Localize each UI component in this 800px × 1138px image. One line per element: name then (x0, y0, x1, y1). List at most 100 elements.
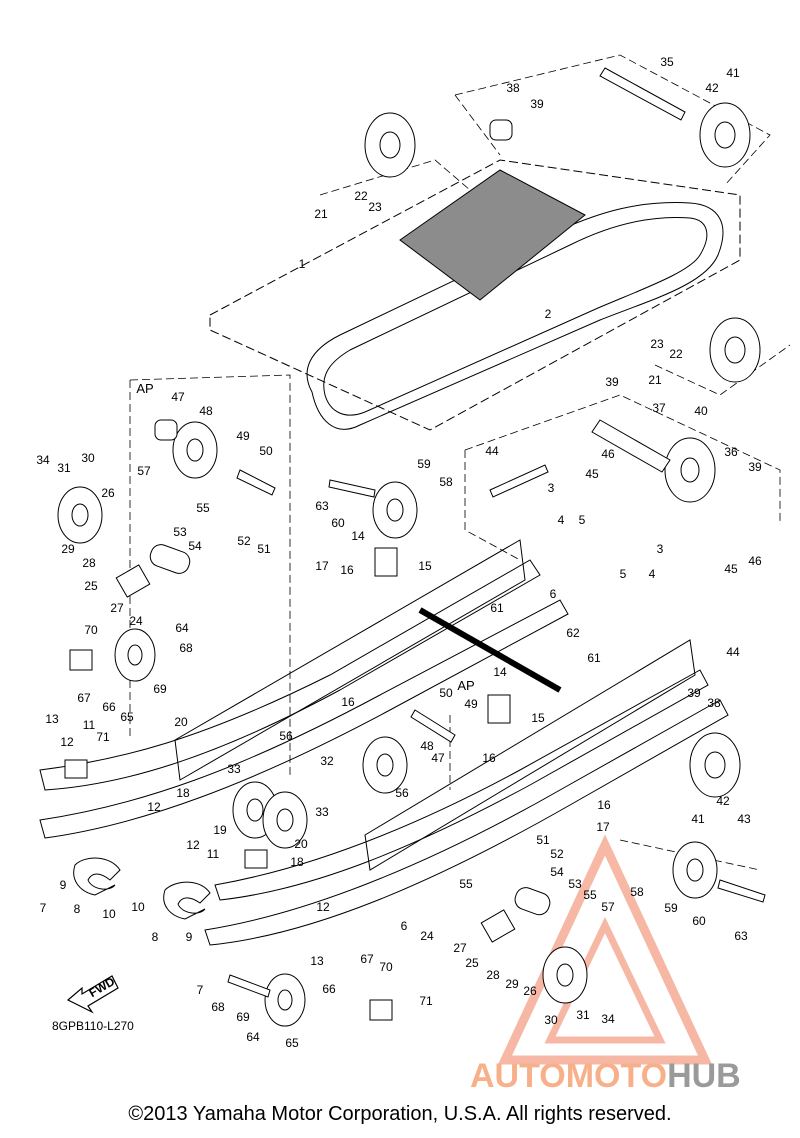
callout-c51a: 51 (257, 542, 271, 556)
slide-rails (39, 539, 729, 946)
callout-c11b: 11 (207, 847, 220, 861)
callout-c66a: 66 (102, 700, 116, 714)
callout-c39d: 39 (687, 686, 701, 700)
callout-c54a: 54 (188, 539, 202, 553)
callout-c14b: 14 (493, 665, 507, 679)
callout-c14a: 14 (351, 529, 365, 543)
callout-c60b: 60 (692, 914, 706, 928)
callout-c57a: 57 (137, 464, 151, 478)
callout-c55b: 55 (459, 877, 473, 891)
callout-c52a: 52 (237, 534, 251, 548)
callout-c12c: 12 (186, 838, 200, 852)
callout-c16c: 16 (482, 751, 496, 765)
callout-c71b: 71 (419, 994, 433, 1008)
track-outline-dashed (209, 159, 741, 431)
callout-c38a: 38 (506, 81, 520, 95)
callout-c32: 32 (320, 754, 334, 768)
callout-c8a: 8 (74, 902, 81, 916)
callout-c27b: 27 (453, 941, 467, 955)
callout-c45b: 45 (724, 562, 738, 576)
callout-c70a: 70 (84, 623, 98, 637)
callout-c64b: 64 (246, 1030, 260, 1044)
callout-c50b: 50 (439, 686, 453, 700)
callout-c9a: 9 (60, 878, 67, 892)
callout-c31b: 31 (576, 1008, 590, 1022)
callout-c23a: 23 (368, 200, 382, 214)
callout-c10a: 10 (102, 907, 116, 921)
callout-c13b: 13 (310, 954, 324, 968)
callout-c22a: 22 (354, 189, 368, 203)
callout-c61a: 61 (490, 601, 504, 615)
callout-c25a: 25 (84, 579, 98, 593)
callout-c55a: 55 (196, 501, 210, 515)
callout-c45a: 45 (585, 467, 599, 481)
callout-c50a: 50 (259, 444, 273, 458)
callout-c63a: 63 (315, 499, 329, 513)
callout-c40: 40 (694, 404, 708, 418)
callout-c42a: 42 (705, 81, 719, 95)
callout-c18b: 18 (290, 855, 304, 869)
callout-c15a: 15 (418, 559, 432, 573)
callout-c8b: 8 (152, 930, 159, 944)
callout-c20a: 20 (174, 715, 188, 729)
callout-c65a: 65 (120, 710, 134, 724)
callout-c49a: 49 (236, 429, 250, 443)
callout-c20b: 20 (294, 837, 308, 851)
callout-c17a: 17 (315, 559, 329, 573)
callout-c28a: 28 (82, 556, 96, 570)
callout-c17b: 17 (596, 820, 610, 834)
callout-c58b: 58 (630, 885, 644, 899)
callout-c53a: 53 (173, 525, 187, 539)
fwd-arrow: FWD (66, 974, 119, 1014)
callout-c56a: 56 (279, 729, 293, 743)
callout-c30b: 30 (544, 1013, 558, 1027)
shafts-bolts (149, 67, 766, 998)
callout-c27a: 27 (110, 601, 124, 615)
callout-c44a: 44 (485, 444, 499, 458)
watermark-part-1: AUTOMOTO (470, 1057, 667, 1095)
callout-c4b: 4 (649, 567, 656, 581)
callout-c33b: 33 (315, 805, 329, 819)
callout-c21b: 21 (648, 373, 662, 387)
callout-c44b: 44 (726, 645, 740, 659)
callout-c65b: 65 (285, 1036, 299, 1050)
callout-c34b: 34 (601, 1012, 615, 1026)
callout-c66b: 66 (322, 982, 336, 996)
callout-c34a: 34 (36, 453, 50, 467)
callout-c26b: 26 (523, 984, 537, 998)
callout-c53b: 53 (568, 877, 582, 891)
callout-c67b: 67 (360, 952, 374, 966)
callout-c68a: 68 (179, 641, 193, 655)
watermark-part-2: HUB (667, 1057, 741, 1095)
callout-c36: 36 (724, 445, 738, 459)
callout-c22b: 22 (669, 347, 683, 361)
drawing-code: 8GPB110-L270 (52, 1019, 134, 1033)
callout-c7a: 7 (40, 901, 47, 915)
callout-c61b: 61 (587, 651, 601, 665)
callout-c71a: 71 (96, 730, 110, 744)
callout-c11a: 11 (83, 718, 96, 732)
callout-c46a: 46 (601, 447, 615, 461)
callout-c49b: 49 (464, 697, 478, 711)
callout-c31a: 31 (57, 461, 71, 475)
callout-c16b: 16 (341, 695, 355, 709)
callout-c59b: 59 (664, 901, 678, 915)
callout-c51b: 51 (536, 833, 550, 847)
callout-c9b: 9 (186, 930, 193, 944)
callout-cAP1: AP (136, 381, 153, 396)
idler-wheels (57, 102, 761, 1027)
callout-c59a: 59 (417, 457, 431, 471)
callout-c43: 43 (737, 812, 751, 826)
callout-c21a: 21 (314, 207, 328, 221)
callout-c30a: 30 (81, 451, 95, 465)
callout-c10b: 10 (131, 900, 145, 914)
callout-c37: 37 (652, 401, 666, 415)
callout-c5b: 5 (620, 567, 627, 581)
callout-c41a: 41 (726, 66, 740, 80)
callout-c12a: 12 (60, 735, 74, 749)
callout-c4a: 4 (558, 513, 565, 527)
callout-c5a: 5 (579, 513, 586, 527)
callout-c39a: 39 (530, 97, 544, 111)
